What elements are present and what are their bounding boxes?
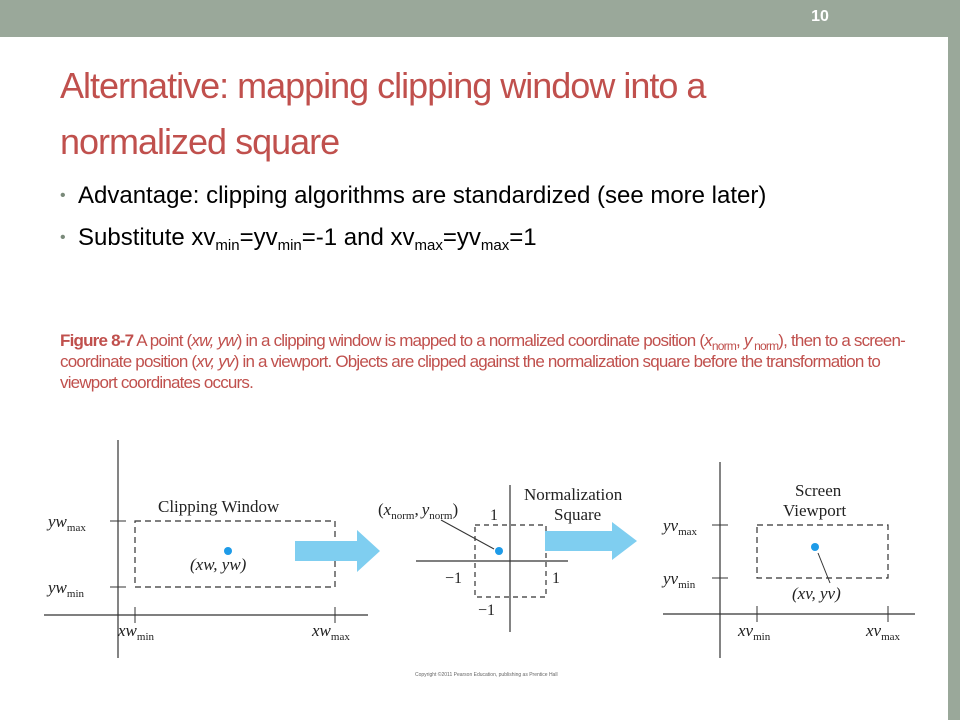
norm-tick-neg1-x: −1 <box>445 570 462 587</box>
bullet-list: •Advantage: clipping algorithms are stan… <box>60 178 850 262</box>
normalization-panel: Normalization Square (xnorm,ynorm) 1 1 −… <box>378 485 623 632</box>
bullet-advantage: •Advantage: clipping algorithms are stan… <box>60 178 850 214</box>
bullet-dot-icon: • <box>60 229 66 246</box>
yw-max-label: ywmax <box>46 512 86 534</box>
top-bar <box>0 0 948 37</box>
viewport-rect <box>756 524 889 579</box>
norm-tick-1-y: 1 <box>490 507 498 524</box>
clipping-window-label: Clipping Window <box>158 497 280 516</box>
clip-point <box>224 547 232 555</box>
clipping-window-panel: Clipping Window (xw, yw) ywmax ywmin xwm… <box>44 440 368 658</box>
xw-max-label: xwmax <box>311 621 350 643</box>
bullet-substitute: •Substitute xvmin=yvmin=-1 and xvmax=yvm… <box>60 220 850 256</box>
clip-point-label: (xw, yw) <box>190 555 247 574</box>
yw-min-label: ywmin <box>46 578 85 600</box>
view-leader-line <box>817 552 831 584</box>
slide-title: Alternative: mapping clipping window int… <box>60 65 706 162</box>
view-point-label: (xv, yv) <box>792 584 841 603</box>
screen-viewport-panel: Screen Viewport (xv, yv) yvmax yvmin xvm… <box>661 462 915 658</box>
arrow-right-icon <box>295 530 380 572</box>
norm-tick-neg1-y: −1 <box>478 602 495 619</box>
copyright-note: Copyright ©2011 Pearson Education, publi… <box>415 672 558 678</box>
viewport-label: Viewport <box>783 501 846 520</box>
right-bar <box>948 0 960 720</box>
view-point <box>811 543 819 551</box>
screen-label: Screen <box>795 481 842 500</box>
square-label: Square <box>554 505 601 524</box>
figure-caption: Figure 8-7 A point (xw, yw) in a clippin… <box>60 331 906 392</box>
arrow-right-icon <box>545 522 637 560</box>
xv-min-label: xvmin <box>737 621 771 643</box>
bullet-dot-icon: • <box>60 187 66 204</box>
yv-min-label: yvmin <box>661 569 696 591</box>
yv-max-label: yvmax <box>661 516 698 538</box>
xv-max-label: xvmax <box>865 621 901 643</box>
norm-tick-1-x: 1 <box>552 570 560 587</box>
xw-min-label: xwmin <box>117 621 155 643</box>
normalization-label: Normalization <box>524 485 623 504</box>
norm-point-label: (xnorm,ynorm) <box>378 500 458 522</box>
norm-leader-line <box>440 519 495 550</box>
slide-number: 10 <box>811 8 829 25</box>
norm-point <box>495 547 503 555</box>
